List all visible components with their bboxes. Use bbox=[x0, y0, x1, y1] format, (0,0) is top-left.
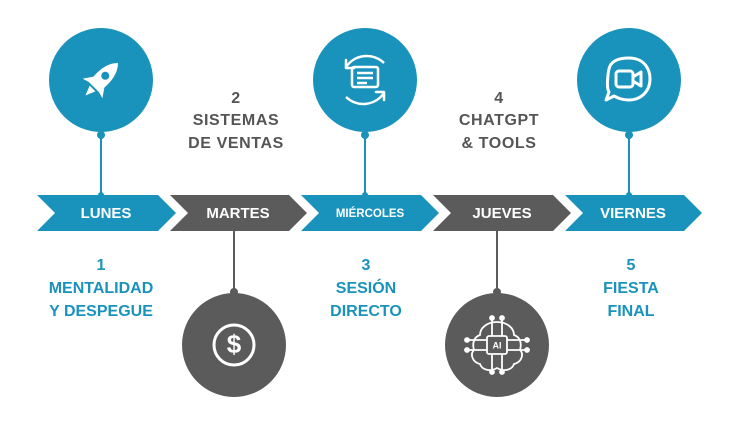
topic-line1-jueves: CHATGPT bbox=[459, 112, 539, 129]
circle-viernes bbox=[577, 28, 681, 132]
topic-line2-miercoles: DIRECTO bbox=[330, 303, 402, 320]
svg-text:$: $ bbox=[227, 329, 242, 359]
dollar-icon: $ bbox=[212, 323, 256, 367]
topic-number-miercoles: 3 bbox=[362, 257, 371, 274]
day-arrows: LUNES MARTES MIÉRCOLES JUEVES VIERNES bbox=[37, 195, 702, 231]
connector-dot-miercoles bbox=[361, 131, 369, 139]
connector-dot-lunes bbox=[97, 131, 105, 139]
circle-martes: $ bbox=[182, 293, 286, 397]
topic-number-lunes: 1 bbox=[97, 257, 106, 274]
connector-dot-viernes bbox=[625, 131, 633, 139]
topic-viernes: 5 FIESTA FINAL bbox=[603, 257, 659, 320]
rocket-icon bbox=[82, 63, 118, 99]
topic-line1-lunes: MENTALIDAD bbox=[49, 280, 154, 297]
topic-line1-martes: SISTEMAS bbox=[193, 112, 280, 129]
ai-chip-icon bbox=[464, 315, 530, 375]
topic-number-martes: 2 bbox=[231, 90, 241, 107]
arrow-martes bbox=[170, 195, 307, 231]
video-chat-icon bbox=[604, 56, 652, 102]
ai-chip-label: AI bbox=[493, 340, 502, 350]
arrow-jueves bbox=[433, 195, 571, 231]
day-label-jueves: JUEVES bbox=[472, 205, 531, 222]
circle-miercoles bbox=[313, 28, 417, 132]
day-label-lunes: LUNES bbox=[81, 205, 132, 222]
topic-jueves: 4 CHATGPT & TOOLS bbox=[459, 90, 539, 152]
topic-line2-viernes: FINAL bbox=[607, 303, 654, 320]
day-label-martes: MARTES bbox=[206, 205, 269, 222]
circle-jueves: AI bbox=[445, 293, 549, 397]
topic-lunes: 1 MENTALIDAD Y DESPEGUE bbox=[49, 257, 154, 320]
chat-cycle-icon bbox=[344, 54, 386, 106]
topic-miercoles: 3 SESIÓN DIRECTO bbox=[330, 257, 402, 320]
arrow-lunes bbox=[37, 195, 176, 231]
day-label-miercoles: MIÉRCOLES bbox=[336, 207, 405, 220]
arrow-viernes bbox=[565, 195, 702, 231]
topic-line2-jueves: & TOOLS bbox=[461, 135, 536, 152]
topic-martes: 2 SISTEMAS DE VENTAS bbox=[188, 90, 284, 152]
day-label-viernes: VIERNES bbox=[600, 205, 666, 222]
topic-number-viernes: 5 bbox=[627, 257, 636, 274]
topic-line1-viernes: FIESTA bbox=[603, 280, 659, 297]
arrow-miercoles bbox=[301, 195, 439, 231]
topic-line1-miercoles: SESIÓN bbox=[336, 278, 396, 297]
topic-line2-martes: DE VENTAS bbox=[188, 135, 284, 152]
topic-number-jueves: 4 bbox=[494, 90, 504, 107]
topic-line2-lunes: Y DESPEGUE bbox=[49, 303, 153, 320]
circle-lunes bbox=[49, 28, 153, 132]
